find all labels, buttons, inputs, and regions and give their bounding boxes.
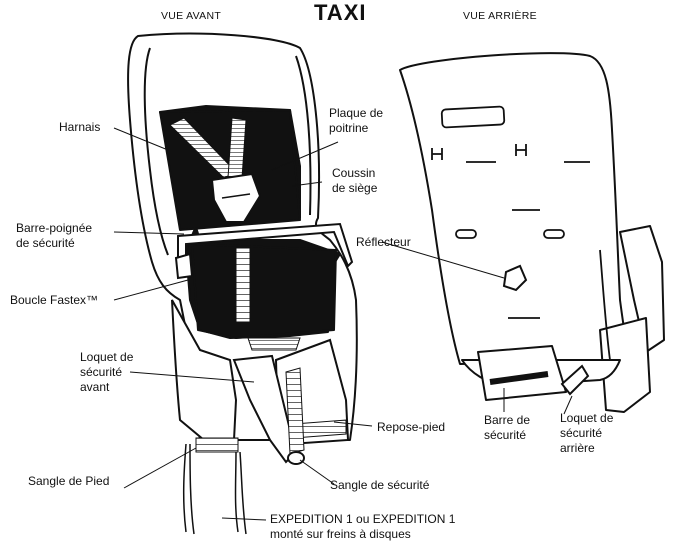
label-plaque-line1: Plaque de	[329, 106, 383, 121]
rear-view-heading: VUE ARRIÈRE	[463, 10, 537, 22]
label-expedition: EXPEDITION 1 ou EXPEDITION 1 monté sur f…	[270, 512, 455, 542]
label-coussin-de-siege: Coussin de siège	[332, 166, 377, 196]
label-loquet-arriere: Loquet de sécurité arrière	[560, 411, 613, 456]
label-loquet-arriere-line3: arrière	[560, 441, 613, 456]
rear-view-seat	[400, 53, 664, 412]
label-expedition-line1: EXPEDITION 1 ou EXPEDITION 1	[270, 512, 455, 527]
label-loquet-arriere-line1: Loquet de	[560, 411, 613, 426]
label-loquet-avant-line2: sécurité	[80, 365, 133, 380]
label-repose-pied: Repose-pied	[377, 420, 445, 435]
label-boucle-fastex: Boucle Fastex™	[10, 293, 98, 308]
label-plaque-line2: poitrine	[329, 121, 383, 136]
label-sangle-de-pied: Sangle de Pied	[28, 474, 109, 489]
foot-strap-cords	[184, 444, 246, 534]
product-title: TAXI	[314, 0, 366, 26]
foot-strap-band-left	[196, 438, 238, 452]
label-expedition-line2: monté sur freins à disques	[270, 527, 455, 542]
label-barre-securite-line1: Barre de	[484, 413, 530, 428]
label-barre-poignee: Barre-poignée de sécurité	[16, 221, 92, 251]
label-plaque-de-poitrine: Plaque de poitrine	[329, 106, 383, 136]
label-coussin-line1: Coussin	[332, 166, 377, 181]
label-barre-poignee-line1: Barre-poignée	[16, 221, 92, 236]
label-loquet-avant: Loquet de sécurité avant	[80, 350, 133, 395]
label-loquet-arriere-line2: sécurité	[560, 426, 613, 441]
label-harnais: Harnais	[59, 120, 100, 135]
front-view-heading: VUE AVANT	[161, 10, 221, 22]
label-barre-de-securite: Barre de sécurité	[484, 413, 530, 443]
label-barre-poignee-line2: de sécurité	[16, 236, 92, 251]
label-loquet-avant-line3: avant	[80, 380, 133, 395]
label-loquet-avant-line1: Loquet de	[80, 350, 133, 365]
label-sangle-de-securite: Sangle de sécurité	[330, 478, 429, 493]
label-coussin-line2: de siège	[332, 181, 377, 196]
label-reflecteur: Réflecteur	[356, 235, 411, 250]
label-barre-securite-line2: sécurité	[484, 428, 530, 443]
